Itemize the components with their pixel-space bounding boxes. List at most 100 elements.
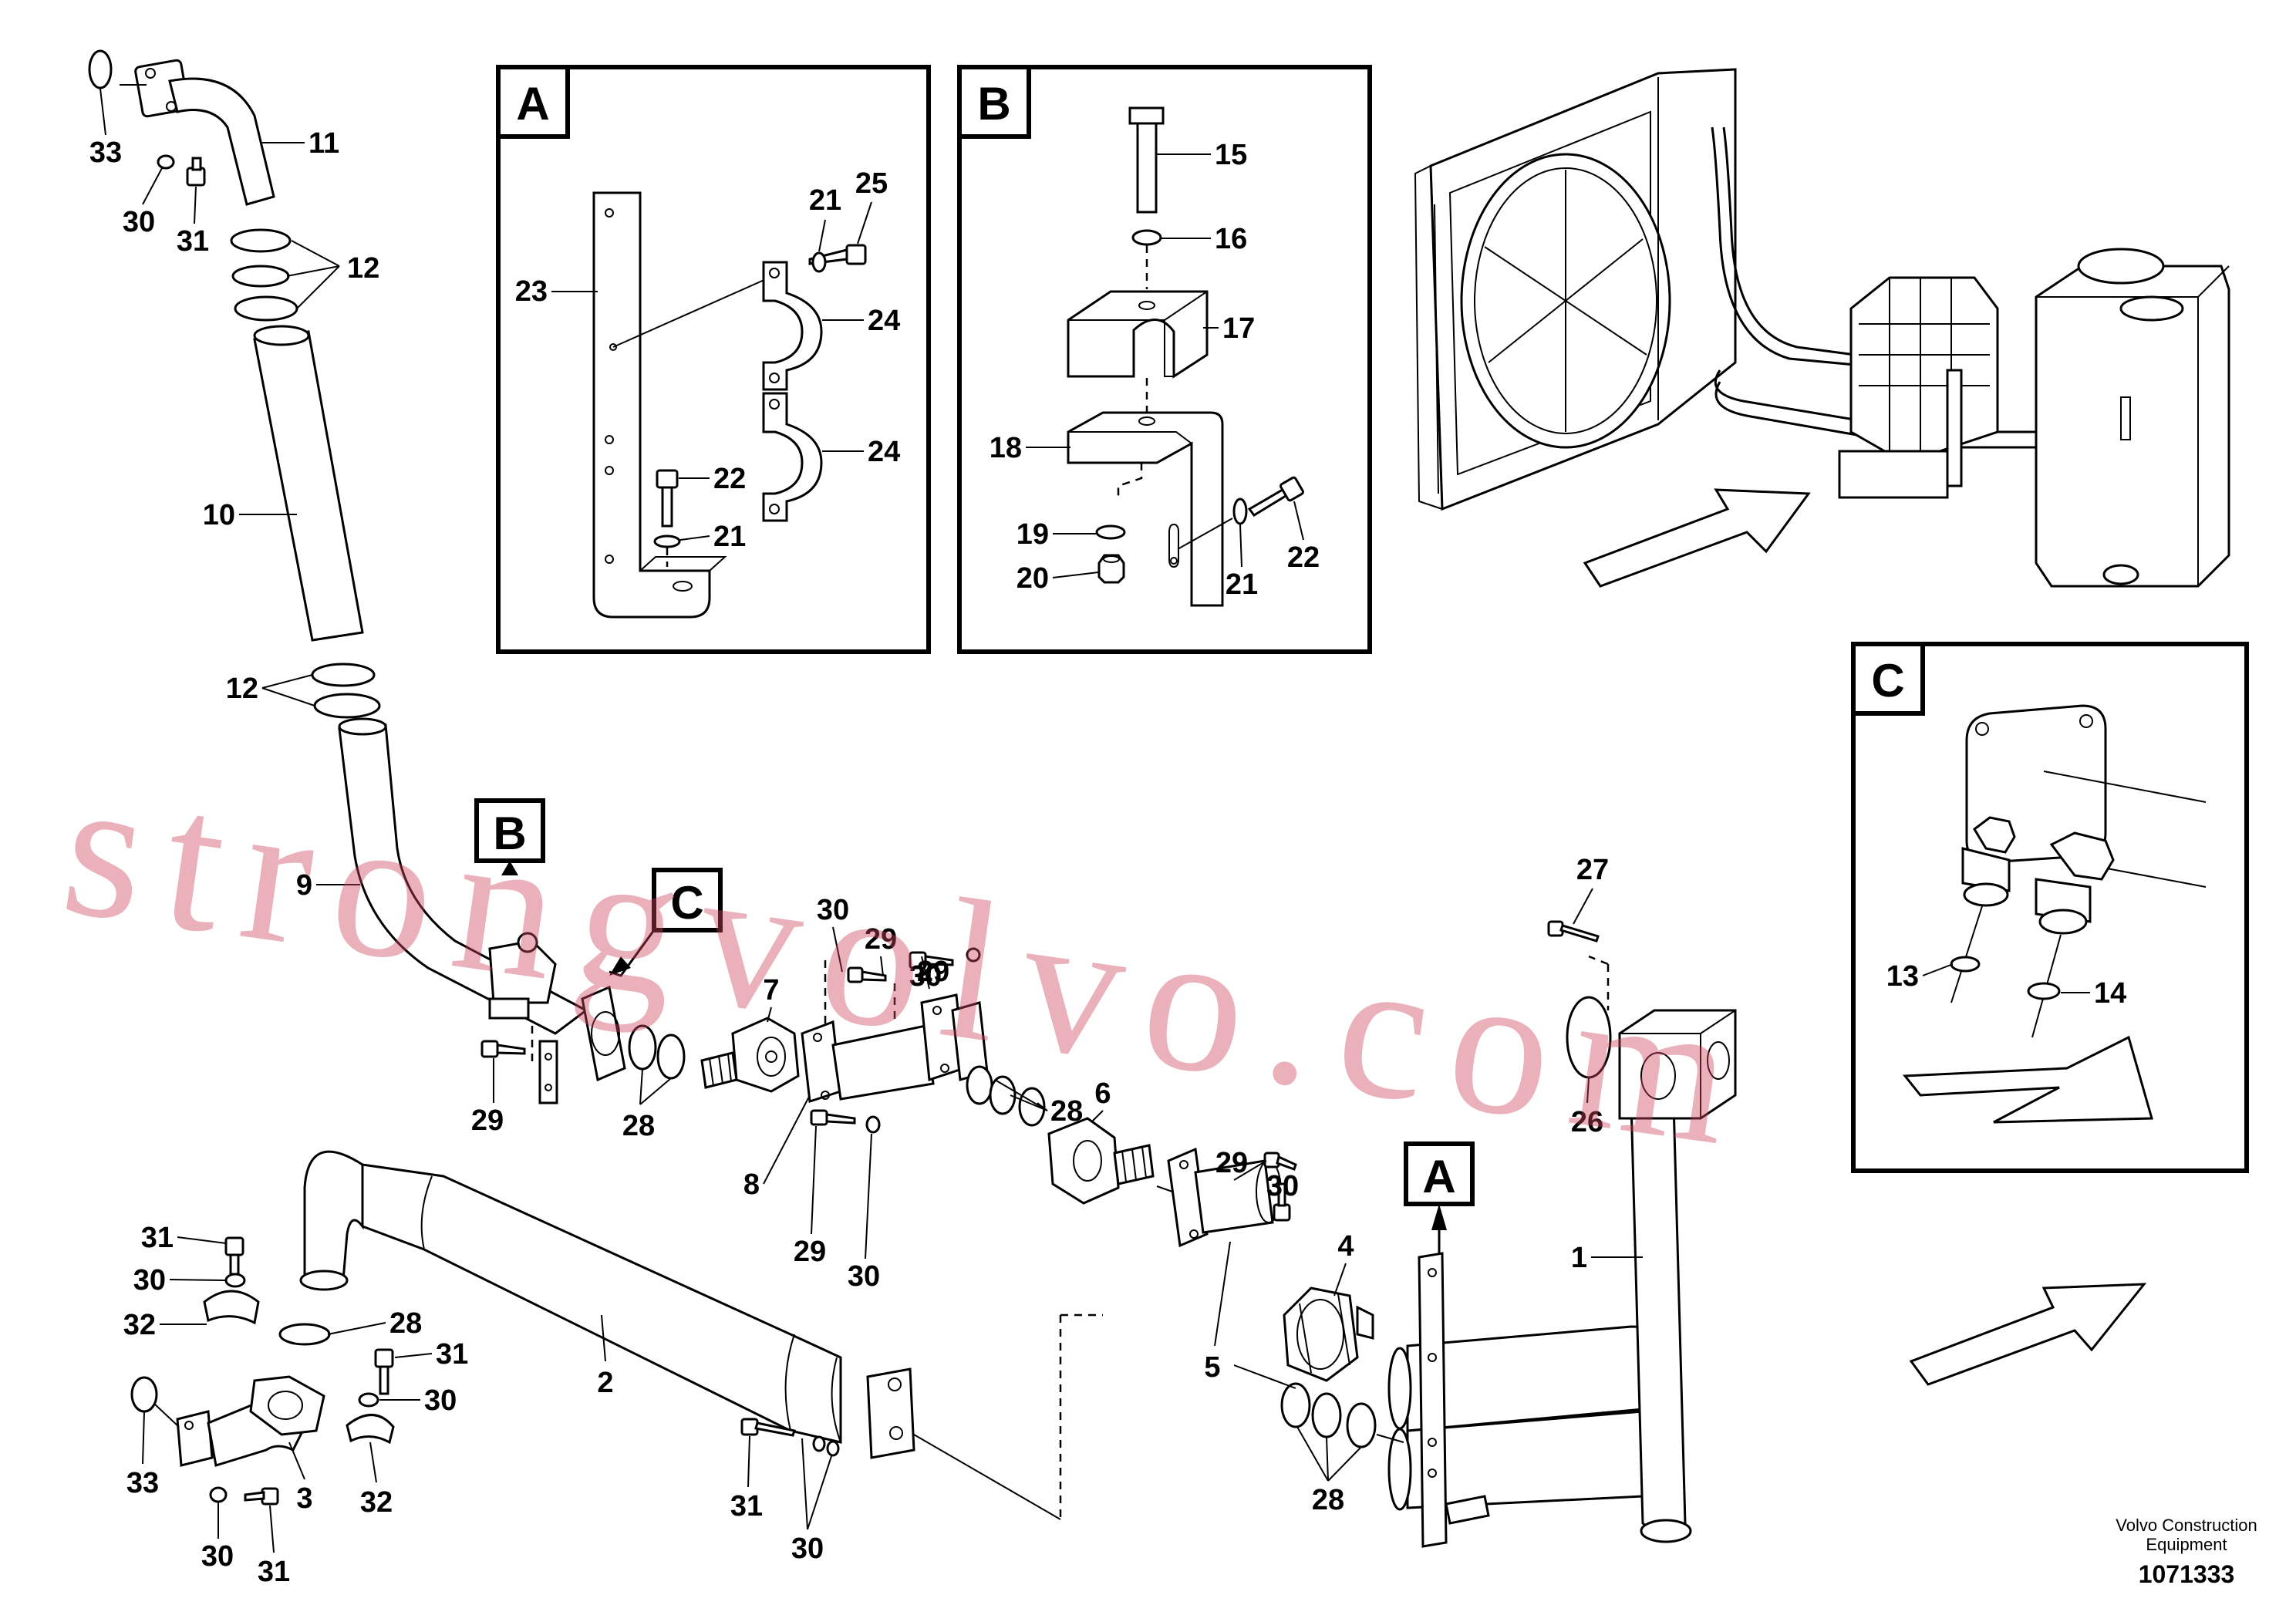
label-13: 13 (1886, 960, 1919, 993)
washer-30-pipe-2-a (812, 1435, 826, 1452)
fitting-13 (1961, 816, 2016, 907)
clamp-block-17 (1067, 290, 1209, 379)
label-17: 17 (1222, 312, 1255, 345)
detail-box-b-letter: B (977, 78, 1010, 130)
bolt-31-pipe-2 (740, 1418, 796, 1437)
label-22-box-a: 22 (713, 463, 746, 495)
label-23: 23 (515, 275, 548, 308)
label-30-lower-left: 30 (133, 1264, 166, 1297)
clamp-24-upper (762, 261, 823, 391)
bolt-15 (1128, 106, 1165, 214)
label-16: 16 (1215, 223, 1247, 255)
pipe-5 (1167, 1147, 1282, 1248)
detail-box-c-letter: C (1871, 655, 1904, 706)
label-21-box-a-lower: 21 (713, 521, 746, 553)
pipe-1 (1387, 1094, 1692, 1543)
label-20: 20 (1017, 562, 1049, 595)
bolt-31-lower-mid (374, 1348, 394, 1395)
footer-drawing-number: 1071333 (2139, 1560, 2235, 1588)
label-22-box-b: 22 (1287, 541, 1320, 574)
washer-30-mid (966, 947, 981, 963)
flange-pipe-9 (581, 985, 626, 1082)
washer-30-pipe-2-b (826, 1440, 840, 1457)
machine-overview (1414, 68, 2230, 588)
label-29-right: 29 (1215, 1147, 1248, 1179)
detail-box-c: C 13 14 (1851, 642, 2249, 1173)
bracket-a-on-pipe (1418, 1252, 1490, 1548)
label-30-lower-mid: 30 (848, 1260, 880, 1293)
elbow-pipe-11 (134, 59, 275, 206)
label-32-left: 32 (123, 1309, 156, 1341)
label-31-bottom: 31 (258, 1556, 290, 1588)
port-block-26 (1618, 1009, 1737, 1120)
bolt-31-upper (186, 157, 206, 187)
valve-base (1838, 450, 1949, 499)
label-12-upper: 12 (347, 252, 379, 285)
label-3: 3 (296, 1482, 312, 1515)
label-18: 18 (990, 432, 1022, 464)
o-ring-14 (2027, 982, 2061, 1000)
direction-arrow-overview (1583, 488, 1811, 588)
bolt-31-mid (810, 1109, 856, 1126)
direction-arrow-box-c (1902, 1035, 2153, 1124)
washer-30-lower-left (224, 1273, 246, 1288)
pipe-2 (299, 1150, 915, 1459)
clamp-b-on-pipe (488, 932, 557, 1020)
washer-21-b (653, 534, 681, 548)
label-28-left: 28 (622, 1110, 655, 1142)
coupling-7 (700, 1017, 800, 1093)
watermark: strongvolvo.com (52, 733, 1766, 1190)
label-28-lower-right: 28 (1312, 1484, 1344, 1516)
label-24-upper: 24 (868, 305, 900, 337)
bracket-on-pipe-9 (538, 1040, 558, 1104)
washer-19 (1095, 524, 1126, 540)
label-25: 25 (855, 167, 888, 200)
svg-text:A: A (1422, 1151, 1455, 1202)
pointer-tag-b: B (474, 798, 545, 875)
label-31-pipe-2: 31 (730, 1490, 763, 1523)
label-29-lower-mid: 29 (794, 1236, 826, 1268)
label-30-bottom: 30 (201, 1540, 234, 1573)
label-31-lower-mid: 31 (436, 1338, 468, 1371)
footer-company-line-1: Volvo Construction (2116, 1516, 2257, 1535)
label-33-upper: 33 (89, 137, 122, 169)
label-28-mid: 28 (1050, 1095, 1083, 1128)
label-29-left: 29 (471, 1104, 504, 1137)
label-26: 26 (1571, 1106, 1603, 1138)
label-28-lower-left: 28 (389, 1307, 422, 1340)
footer-company-line-2: Equipment (2146, 1535, 2227, 1554)
pointer-tag-c: C (609, 868, 723, 977)
split-flange-32-left (203, 1290, 260, 1325)
o-ring-28-c2 (1311, 1392, 1342, 1438)
clamp-24-lower (762, 392, 823, 522)
bolt-27 (1547, 920, 1600, 943)
bolt-31-bottom (244, 1487, 279, 1506)
label-15: 15 (1215, 139, 1247, 171)
o-ring-33-upper (88, 49, 113, 89)
label-31-upper: 31 (177, 225, 209, 258)
label-30-right: 30 (1266, 1170, 1299, 1202)
label-5: 5 (1204, 1351, 1220, 1384)
split-flange-32-right (346, 1414, 395, 1445)
washer-16 (1131, 229, 1162, 246)
o-ring-13 (1950, 956, 1981, 973)
label-8: 8 (743, 1168, 760, 1201)
washer-21-a (811, 251, 827, 273)
label-10: 10 (203, 499, 235, 531)
o-ring-28-c1 (1280, 1382, 1311, 1428)
bolt-30-right (1273, 1182, 1291, 1222)
detail-box-a-letter: A (516, 78, 549, 130)
label-21-box-a: 21 (809, 184, 841, 217)
label-30-upper: 30 (123, 206, 155, 238)
o-ring-26 (1566, 996, 1612, 1079)
label-14: 14 (2094, 977, 2126, 1010)
label-31-lower-left: 31 (141, 1222, 174, 1254)
fitting-14 (2035, 831, 2115, 935)
valve-bracket (1946, 369, 1963, 487)
label-2: 2 (597, 1367, 613, 1399)
o-ring-28-lower-left (278, 1323, 331, 1346)
label-30-top-mid: 30 (817, 894, 849, 926)
label-32-right: 32 (360, 1486, 393, 1519)
label-19: 19 (1017, 518, 1049, 551)
